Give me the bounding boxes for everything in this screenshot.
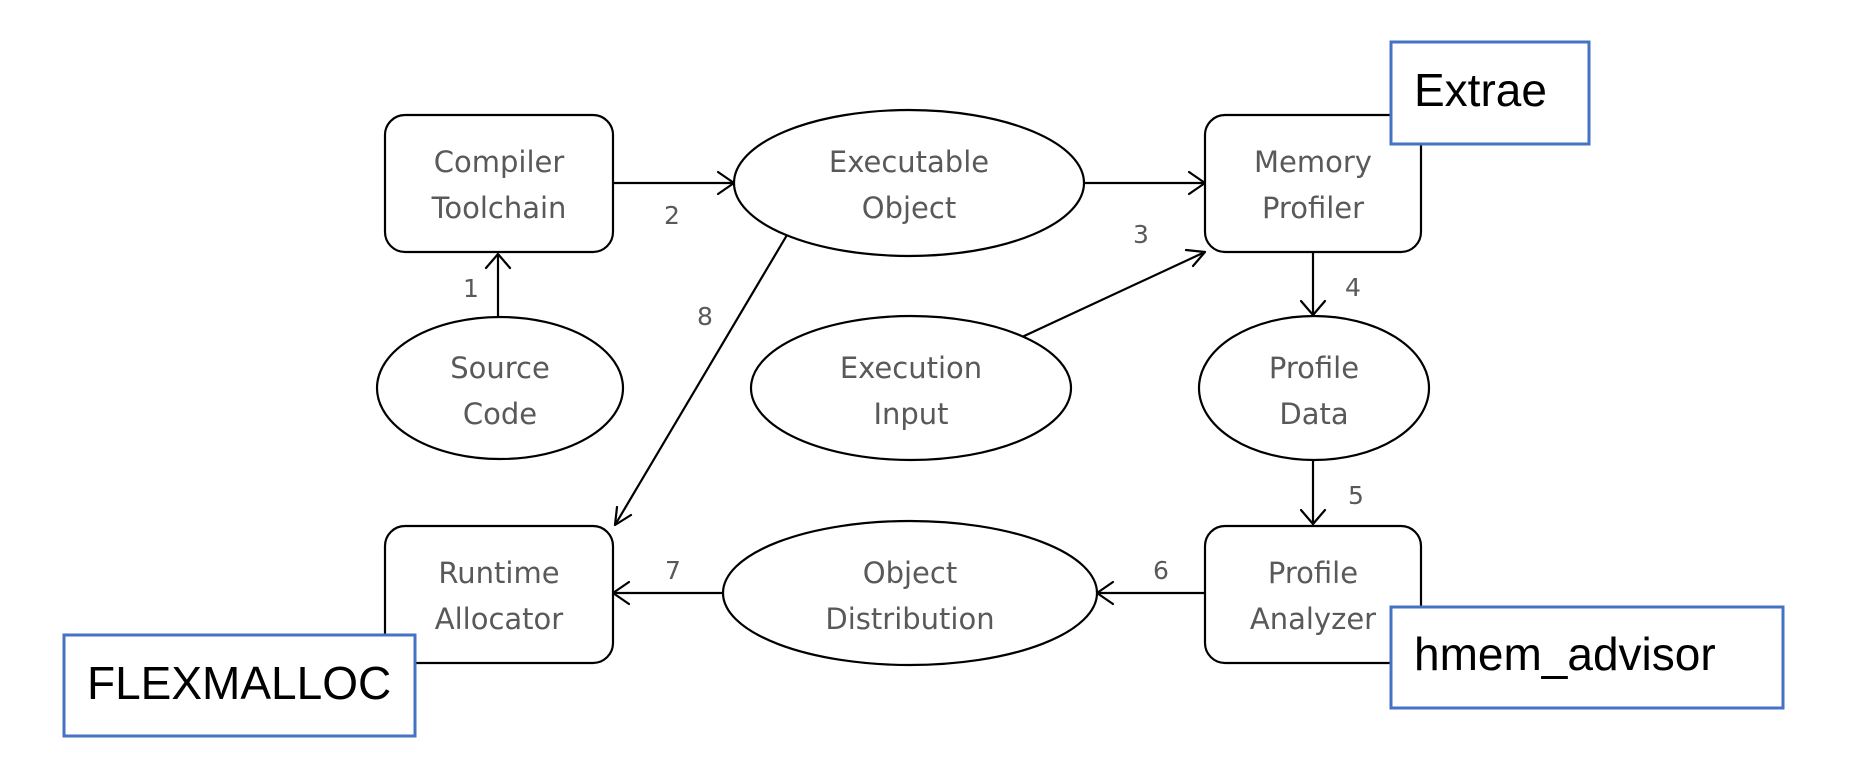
node-label-line: Memory bbox=[1254, 145, 1372, 179]
edge-label-8: 8 bbox=[697, 302, 713, 331]
edge-label-3: 3 bbox=[1133, 220, 1149, 249]
node-label-line: Allocator bbox=[435, 602, 564, 636]
node-object-distribution: Object Distribution bbox=[721, 519, 1099, 667]
node-label-line: Code bbox=[463, 397, 537, 431]
node-label-line: Source bbox=[450, 351, 550, 385]
node-execution-input: Execution Input bbox=[749, 314, 1073, 462]
tool-label-flexmalloc: FLEXMALLOC bbox=[87, 657, 391, 709]
edge-6 bbox=[1095, 580, 1205, 606]
node-label-line: Compiler bbox=[434, 145, 565, 179]
edge-label-5: 5 bbox=[1348, 481, 1364, 510]
node-label-line: Executable bbox=[829, 145, 989, 179]
node-label-line: Profiler bbox=[1262, 191, 1364, 225]
edge-2 bbox=[613, 170, 736, 196]
edge-label-7: 7 bbox=[665, 556, 681, 585]
node-label-line: Input bbox=[873, 397, 948, 431]
edge-label-1: 1 bbox=[463, 274, 479, 303]
node-label-line: Profile bbox=[1269, 351, 1359, 385]
tool-flexmalloc: FLEXMALLOC bbox=[62, 633, 417, 738]
edge-label-4: 4 bbox=[1345, 273, 1361, 302]
node-compiler-toolchain: Compiler Toolchain bbox=[383, 113, 615, 254]
node-label-line: Object bbox=[862, 191, 956, 225]
node-profile-data: Profile Data bbox=[1197, 314, 1431, 462]
node-memory-profiler: Memory Profiler bbox=[1203, 113, 1423, 254]
edge-4 bbox=[1299, 252, 1327, 317]
edge-5 bbox=[1299, 460, 1327, 526]
node-label-line: Analyzer bbox=[1250, 602, 1376, 636]
tool-label-extrae: Extrae bbox=[1414, 64, 1547, 116]
node-executable-object: Executable Object bbox=[732, 108, 1086, 258]
node-label-line: Runtime bbox=[438, 556, 559, 590]
node-source-code: Source Code bbox=[375, 315, 625, 461]
edge-8 bbox=[613, 234, 788, 527]
node-profile-analyzer: Profile Analyzer bbox=[1203, 524, 1423, 665]
node-label-line: Object bbox=[863, 556, 957, 590]
node-label-line: Data bbox=[1279, 397, 1348, 431]
node-label-line: Execution bbox=[840, 351, 982, 385]
tool-label-hmem-advisor: hmem_advisor bbox=[1414, 628, 1716, 680]
node-label-line: Toolchain bbox=[431, 191, 567, 225]
tool-hmem-advisor: hmem_advisor bbox=[1389, 605, 1785, 710]
node-label-line: Profile bbox=[1268, 556, 1358, 590]
node-label-line: Distribution bbox=[825, 602, 994, 636]
node-runtime-allocator: Runtime Allocator bbox=[383, 524, 615, 665]
edge-label-2: 2 bbox=[664, 201, 680, 230]
edge-7 bbox=[611, 580, 722, 606]
edge-3 bbox=[1021, 248, 1207, 338]
edge-label-6: 6 bbox=[1153, 556, 1169, 585]
edge-exec-to-profiler bbox=[1083, 170, 1207, 196]
tool-extrae: Extrae bbox=[1389, 40, 1591, 146]
edge-1 bbox=[484, 252, 512, 317]
